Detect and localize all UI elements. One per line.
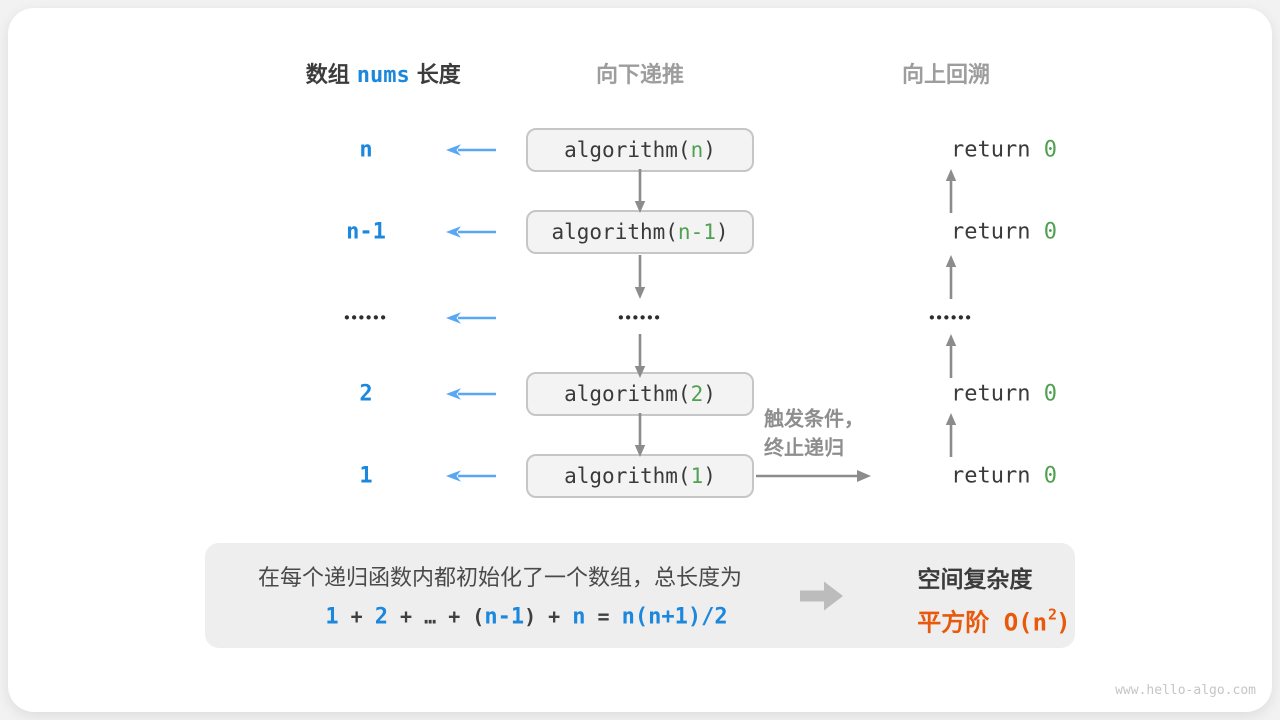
block-arrow-icon bbox=[800, 581, 843, 611]
formula-term: n-1 bbox=[484, 604, 525, 630]
return-keyword: return bbox=[950, 219, 1044, 245]
complexity-exponent: 2 bbox=[1048, 605, 1058, 624]
up-arrow-icon bbox=[945, 413, 957, 457]
summary-panel bbox=[205, 543, 1075, 648]
down-arrow-icon bbox=[634, 413, 646, 457]
call-arg: n bbox=[690, 138, 704, 162]
up-arrow-icon bbox=[945, 334, 957, 378]
formula-operator: + bbox=[338, 604, 375, 629]
call-text: algorithm( bbox=[564, 464, 691, 488]
return-value: 0 bbox=[1043, 137, 1057, 163]
down-arrow-icon bbox=[634, 169, 646, 213]
header-nums-code: nums bbox=[356, 63, 410, 88]
down-arrow-icon bbox=[634, 255, 646, 299]
column-header-backtrack-up: 向上回溯 bbox=[901, 62, 991, 87]
right-arrow-icon bbox=[756, 470, 871, 482]
call-box-n: algorithm(n) bbox=[526, 128, 754, 172]
formula-term: n(n+1)/2 bbox=[621, 604, 728, 630]
up-arrow-icon bbox=[945, 255, 957, 299]
call-text: algorithm( bbox=[564, 382, 691, 406]
call-text-close: ) bbox=[703, 138, 716, 162]
return-statement-1: return 0 bbox=[898, 113, 1057, 188]
call-arg: n-1 bbox=[677, 220, 716, 244]
length-label-2: 2 bbox=[359, 381, 373, 407]
length-label-n: n bbox=[359, 137, 373, 163]
formula-term: n bbox=[572, 604, 586, 630]
up-arrow-icon bbox=[945, 169, 957, 213]
formula-term: 1 bbox=[325, 604, 339, 630]
length-label-1: 1 bbox=[359, 463, 373, 489]
call-text-close: ) bbox=[715, 220, 729, 244]
return-keyword: return bbox=[950, 137, 1044, 163]
space-complexity-title: 空间复杂度 bbox=[917, 566, 1033, 592]
summary-formula: 1 + 2 + … + (n-1) + n = n(n+1)/2 bbox=[272, 580, 727, 655]
return-statement-2: return 0 bbox=[898, 195, 1057, 270]
call-arg: 1 bbox=[690, 464, 704, 488]
watermark: www.hello-algo.com bbox=[1115, 683, 1256, 698]
return-keyword: return bbox=[950, 381, 1044, 407]
call-box-2: algorithm(2) bbox=[526, 372, 754, 416]
formula-term: 2 bbox=[374, 604, 389, 630]
column-header-recurse-down: 向下递推 bbox=[595, 62, 685, 87]
ellipsis-middle: •••••• bbox=[618, 309, 662, 327]
call-text: algorithm( bbox=[564, 138, 691, 162]
call-box-1: algorithm(1) bbox=[526, 454, 754, 498]
call-arg: 2 bbox=[690, 382, 704, 406]
complexity-text-close: ) bbox=[1056, 608, 1071, 637]
header-array-text-pre: 数组 bbox=[305, 62, 350, 87]
return-statement-3: return 0 bbox=[898, 357, 1057, 432]
return-value: 0 bbox=[1043, 219, 1057, 245]
return-value: 0 bbox=[1043, 381, 1057, 407]
return-value: 0 bbox=[1043, 463, 1057, 489]
formula-operator: + … + ( bbox=[388, 604, 485, 629]
return-keyword: return bbox=[950, 463, 1044, 489]
length-label-n-1: n-1 bbox=[346, 219, 386, 245]
call-text: algorithm( bbox=[551, 220, 678, 244]
return-statement-4: return 0 bbox=[898, 439, 1057, 514]
down-arrow-icon bbox=[634, 334, 646, 378]
header-array-text-post: 长度 bbox=[416, 62, 461, 87]
left-arrow-icon bbox=[446, 388, 496, 400]
complexity-text: 平方阶 O(n bbox=[917, 608, 1048, 637]
left-arrow-icon bbox=[446, 144, 496, 156]
trigger-condition-line1: 触发条件， bbox=[764, 408, 864, 431]
ellipsis-right: •••••• bbox=[929, 309, 973, 327]
trigger-condition-line2: 终止递归 bbox=[764, 437, 844, 460]
ellipsis-left: •••••• bbox=[344, 309, 388, 327]
formula-operator: ) + bbox=[524, 604, 573, 629]
left-arrow-icon bbox=[446, 312, 496, 324]
formula-operator: = bbox=[585, 604, 622, 629]
left-arrow-icon bbox=[446, 470, 496, 482]
summary-description: 在每个递归函数内都初始化了一个数组，总长度为 bbox=[257, 565, 743, 590]
call-text-close: ) bbox=[703, 382, 716, 406]
call-box-n-1: algorithm(n-1) bbox=[526, 210, 754, 254]
call-text-close: ) bbox=[703, 464, 716, 488]
space-complexity-value: 平方阶 O(n2) bbox=[859, 575, 1070, 666]
left-arrow-icon bbox=[446, 226, 496, 238]
